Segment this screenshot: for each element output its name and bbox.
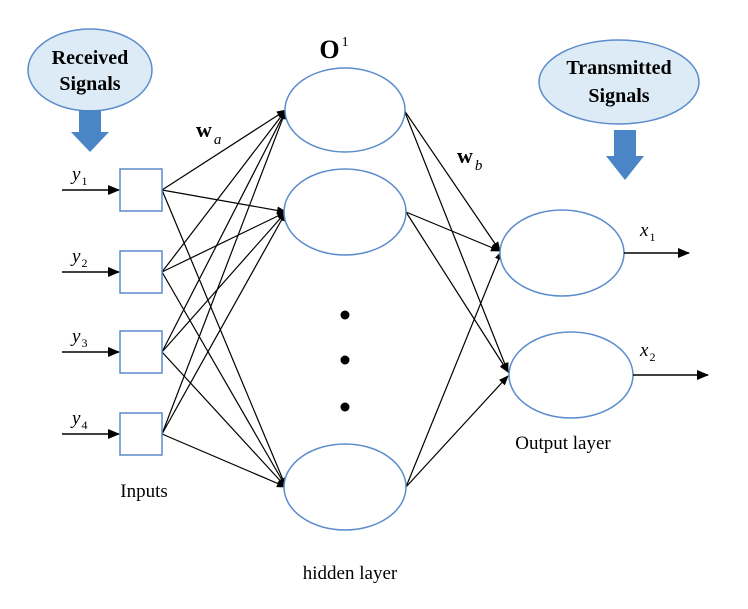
ellipsis-dot-2 [340, 355, 350, 365]
input-node-2 [119, 250, 163, 294]
input-node-1 [119, 168, 163, 212]
ellipsis-dot-3 [340, 402, 350, 412]
input-node-4 [119, 412, 163, 456]
received-signals-bubble: Received Signals [27, 28, 153, 112]
received-arrow-icon [71, 110, 109, 152]
output-layer [499, 209, 709, 419]
hidden-layer-caption: hidden layer [303, 563, 398, 584]
output-label-2: x2 [639, 340, 655, 364]
output-layer-caption: Output layer [515, 433, 611, 454]
input-label-3: y3 [70, 326, 87, 350]
output-node-2 [508, 331, 634, 419]
input-label-2: y2 [70, 246, 87, 270]
hidden-output-connections [403, 109, 509, 488]
input-hidden-connections [161, 109, 287, 488]
hidden-node-n [283, 443, 407, 531]
input-label-1: y1 [70, 164, 87, 188]
transmitted-signals-line1: Transmitted [566, 57, 671, 79]
input-node-3 [119, 330, 163, 374]
input-nodes [62, 168, 163, 456]
hidden-layer [283, 67, 407, 531]
transmitted-signals-bubble: Transmitted Signals [538, 39, 700, 125]
ellipsis-dot-1 [340, 310, 350, 320]
received-signals-line2: Signals [59, 73, 120, 95]
transmitted-arrow-icon [606, 130, 644, 180]
hidden-node-1 [284, 67, 406, 153]
hidden-node-2 [283, 168, 407, 256]
output-label-1: x1 [639, 220, 655, 244]
transmitted-signals-line2: Signals [588, 85, 649, 107]
input-label-4: y4 [70, 408, 87, 432]
output-node-1 [499, 209, 625, 297]
received-signals-line1: Received [52, 47, 129, 69]
inputs-caption: Inputs [120, 481, 168, 502]
